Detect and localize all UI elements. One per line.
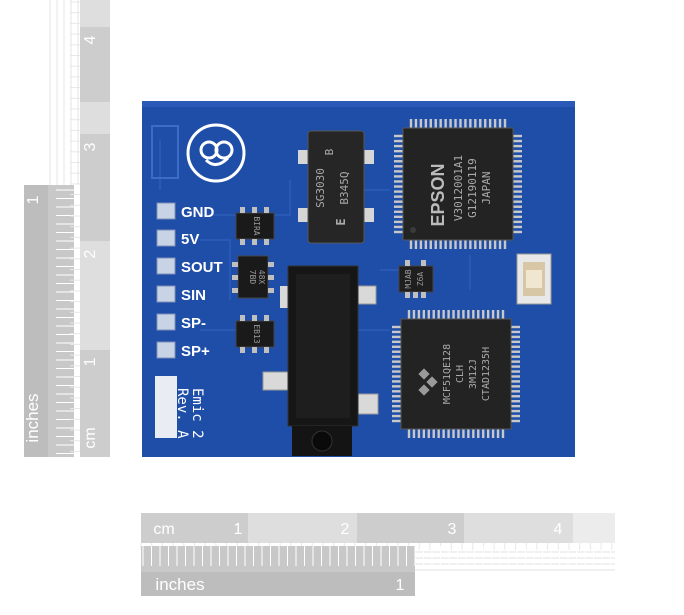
epson-chip: EPSON V3012001A1 G12190119 JAPAN xyxy=(394,119,522,249)
ruler-left-inches-label: inches xyxy=(23,393,42,442)
ruler-bottom-cm-label: cm xyxy=(153,521,174,538)
chip-marking: B345Q xyxy=(338,171,351,204)
ruler-bottom-cm-number: 1 xyxy=(234,521,243,538)
pin-5v: 5V xyxy=(156,229,199,248)
product-name: Emic 2 xyxy=(189,388,205,439)
chip-marking: MJAB xyxy=(404,269,413,288)
audio-jack xyxy=(262,265,379,456)
silkscreen-box xyxy=(151,125,179,179)
pin-label: 5V xyxy=(181,231,199,248)
chip-marking: BIRA xyxy=(252,216,261,235)
silkscreen-label-block xyxy=(155,376,177,438)
ruler-left-inch-number: 1 xyxy=(25,195,42,204)
ruler-bottom-cm-number: 4 xyxy=(554,521,563,538)
ruler-left-cm-number: 3 xyxy=(82,142,99,151)
ruler-left-cm-number: 4 xyxy=(82,35,99,44)
chip-marking: EB13 xyxy=(252,324,261,343)
pin-label: SP- xyxy=(181,315,206,332)
chip-marking: SG3030 xyxy=(314,168,327,208)
pcb-board: GND 5V SOUT SIN SP- SP+ xyxy=(142,101,575,457)
chip-marking: 48X xyxy=(257,270,266,285)
ruler-left-cm-ticks xyxy=(49,0,80,452)
pin-label: GND xyxy=(181,204,215,221)
led-icon xyxy=(516,253,552,305)
chip-marking: Z6A xyxy=(416,272,425,287)
ruler-bottom-inch-number: 1 xyxy=(396,577,405,594)
mcu-chip: MCF51QE128 CLH 3M12J CTAD1235H xyxy=(392,310,520,438)
chip-marking: G12190119 xyxy=(466,158,479,218)
chip-marking: JAPAN xyxy=(480,171,493,204)
pin-header: GND 5V SOUT SIN SP- SP+ xyxy=(156,202,223,360)
small-ic-c: BIRA xyxy=(235,207,275,245)
ruler-left-inch-ticks xyxy=(56,189,74,454)
parallax-logo-icon xyxy=(186,123,246,183)
chip-marking: V3012001A1 xyxy=(452,155,465,221)
small-ic-d: EB13 xyxy=(235,315,275,353)
regulator-chip: SG3030 B B345Q E xyxy=(298,130,374,244)
chip-marking: CLH xyxy=(455,365,466,383)
ruler-bottom-inch-ticks xyxy=(142,546,611,566)
chip-marking: 7BD xyxy=(248,270,257,285)
chip-marking: 3M12J xyxy=(468,359,479,389)
chip-marking: MCF51QE128 xyxy=(442,344,453,404)
pin-sin: SIN xyxy=(156,285,206,304)
ruler-left-cm-number: 2 xyxy=(82,249,99,258)
ruler-left-cm-label: cm xyxy=(82,427,99,448)
pin-sout: SOUT xyxy=(156,257,223,276)
chip-marking: B xyxy=(323,148,336,155)
ruler-left-cm-number: 1 xyxy=(82,357,99,366)
pin-sp-plus: SP+ xyxy=(156,341,210,360)
small-ic-b: 7BD 48X xyxy=(232,255,274,299)
pin-label: SIN xyxy=(181,287,206,304)
ruler-bottom-inches-label: inches xyxy=(155,575,204,594)
ruler-bottom-cm-number: 3 xyxy=(448,521,457,538)
ruler-left: 1 inches 4 3 2 1 cm xyxy=(23,0,110,457)
pin-label: SOUT xyxy=(181,259,223,276)
small-ic-a: MJAB Z6A xyxy=(398,260,434,298)
chip-brand: EPSON xyxy=(428,163,448,226)
chip-marking: CTAD1235H xyxy=(481,347,492,401)
pin-sp-minus: SP- xyxy=(156,313,206,332)
pin-label: SP+ xyxy=(181,343,210,360)
pin-gnd: GND xyxy=(156,202,215,221)
ruler-bottom: cm 1 2 3 4 inches 1 xyxy=(140,513,615,596)
freescale-logo-icon xyxy=(418,368,438,396)
ruler-bottom-cm-number: 2 xyxy=(341,521,350,538)
revision-label: Rev. A xyxy=(174,388,190,439)
chip-marking: E xyxy=(334,218,348,225)
